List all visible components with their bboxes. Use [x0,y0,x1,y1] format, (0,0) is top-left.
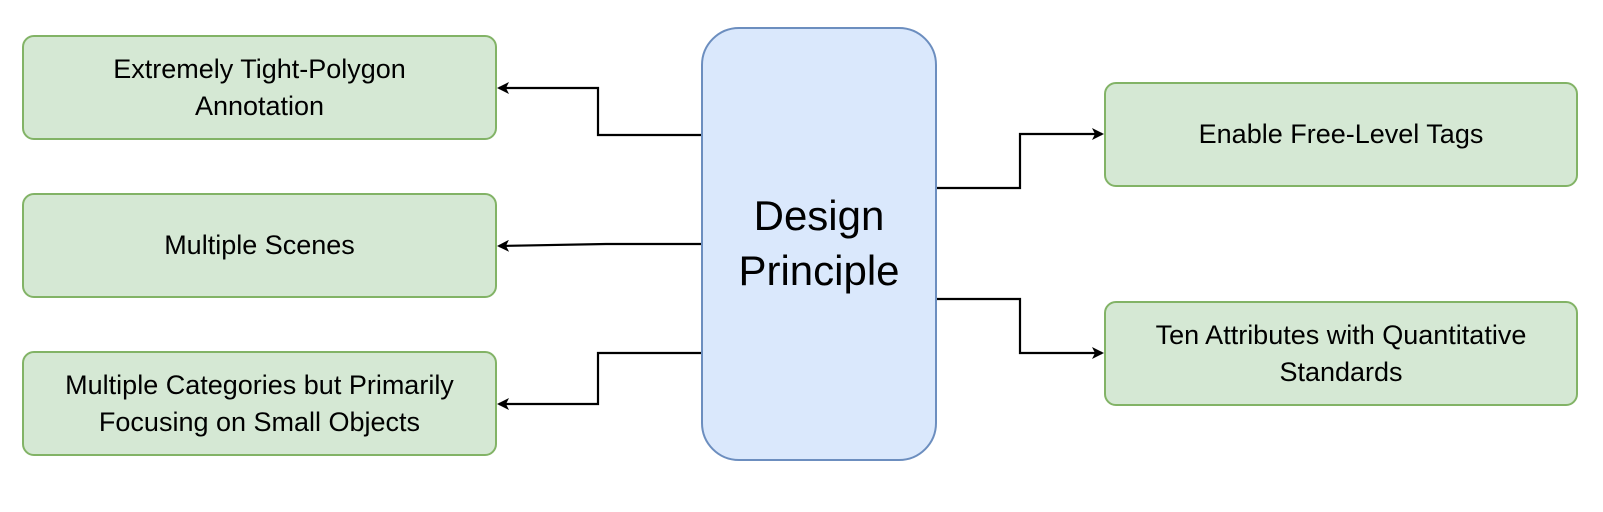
design-principle-node: Design Principle [701,27,937,461]
connector-to-multiple-categories [497,351,701,410]
free-level-tags-node: Enable Free-Level Tags [1104,82,1578,187]
connector-to-multiple-scenes [497,239,701,252]
multiple-scenes-node: Multiple Scenes [22,193,497,298]
tight-polygon-annotation-node: Extremely Tight-Polygon Annotation [22,35,497,140]
connector-to-tight-polygon [497,82,701,137]
connector-to-free-level-tags [937,128,1104,190]
connector-to-ten-attributes [937,297,1104,359]
ten-attributes-node: Ten Attributes with Quantitative Standar… [1104,301,1578,406]
multiple-categories-node: Multiple Categories but Primarily Focusi… [22,351,497,456]
